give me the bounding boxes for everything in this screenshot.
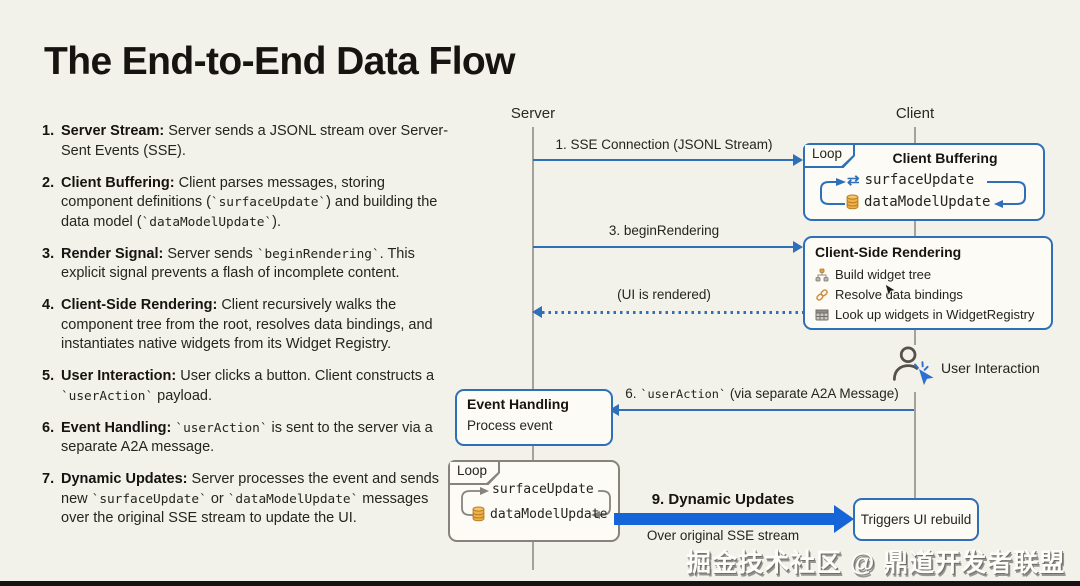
event-handling-box: Event Handling Process event: [455, 389, 613, 446]
arrowhead-left-icon: [609, 404, 619, 416]
data-model-update-row: dataModelUpdate: [846, 194, 990, 210]
data-model-update-label: dataModelUpdate: [864, 194, 991, 210]
page-title: The End-to-End Data Flow: [44, 40, 516, 83]
step-item: 5. User Interaction: User clicks a button…: [42, 367, 456, 406]
event-handling-subtitle: Process event: [467, 418, 553, 433]
loop-tab-fill: [805, 145, 853, 166]
loop-fragment-tab: Loop: [803, 143, 855, 168]
message-line-begin-rendering: [533, 246, 794, 248]
surface-update-row: ⇄ surfaceUpdate: [847, 172, 974, 188]
step-item: 4. Client-Side Rendering: Client recursiv…: [42, 296, 456, 355]
step-item: 3. Render Signal: Server sends `beginRend…: [42, 245, 456, 284]
message-line-sse-connection: [533, 159, 794, 161]
watermark: 掘金技术社区 @ 鼎道开发者联盟: [686, 549, 1066, 577]
widget-tree-icon: [815, 268, 829, 281]
arrowhead-right-icon: [793, 154, 803, 166]
step-item: 6. Event Handling: `userAction` is sent t…: [42, 419, 456, 458]
inline-code: `userAction`: [61, 388, 154, 404]
step-text: Dynamic Updates: Server processes the ev…: [61, 471, 439, 526]
step-text: User Interaction: User clicks a button. …: [61, 368, 435, 404]
inline-code: `userAction`: [175, 420, 268, 436]
inline-code: `dataModelUpdate`: [227, 491, 359, 507]
step-text: Server Stream: Server sends a JSONL stre…: [61, 123, 449, 159]
step-number: 3.: [42, 245, 55, 262]
triggers-ui-rebuild-label: Triggers UI rebuild: [860, 512, 972, 527]
surface-update-label: surfaceUpdate: [864, 172, 975, 188]
step-text: Render Signal: Server sends `beginRender…: [61, 245, 415, 282]
message-sublabel-sse-stream: Over original SSE stream: [646, 528, 800, 543]
loop-cycle-arrows-icon: [820, 178, 1026, 208]
message-label-dynamic-updates: 9. Dynamic Updates: [651, 491, 795, 508]
step-number: 7.: [42, 471, 55, 487]
sync-arrows-icon: ⇄: [847, 171, 860, 189]
csr-item-resolve-data-bindings: Resolve data bindings: [815, 287, 963, 302]
message-label-sse-connection: 1. SSE Connection (JSONL Stream): [555, 137, 773, 152]
loop-cycle-arrows-icon: [461, 487, 611, 519]
step-item: 7. Dynamic Updates: Server processes the …: [42, 470, 456, 529]
client-buffering-title: Client Buffering: [892, 150, 998, 166]
thick-arrowhead-icon: [834, 505, 854, 533]
database-icon: [846, 194, 859, 210]
user-with-cursor-icon: [892, 346, 934, 386]
event-handling-title: Event Handling: [467, 396, 569, 412]
csr-item-text: Look up widgets in WidgetRegistry: [835, 307, 1035, 322]
user-interaction-icon: [892, 345, 938, 392]
data-model-update-label: dataModelUpdate: [490, 506, 608, 522]
database-icon: [472, 506, 485, 522]
message-line-ui-rendered: [542, 311, 803, 314]
step-item: 2. Client Buffering: Client parses messag…: [42, 174, 456, 233]
widget-registry-icon: [815, 309, 829, 320]
lifeline-label-server: Server: [510, 105, 556, 122]
server-lifeline: [532, 127, 534, 570]
user-interaction-label: User Interaction: [941, 360, 1040, 376]
lifeline-label-client: Client: [895, 105, 935, 122]
arrowhead-right-icon: [793, 241, 803, 253]
inline-code: `surfaceUpdate`: [210, 195, 327, 210]
message-label-user-action: 6. `userAction` (via separate A2A Messag…: [625, 386, 899, 401]
csr-item-lookup-widget-registry: Look up widgets in WidgetRegistry: [815, 307, 1034, 322]
bottom-letterbox-bar: [0, 581, 1080, 586]
step-number: 2.: [42, 174, 55, 191]
step-number: 4.: [42, 297, 55, 313]
loop-tab-label: Loop: [812, 146, 843, 161]
inline-code: `beginRendering`: [256, 246, 380, 262]
client-side-rendering-title: Client-Side Rendering: [815, 244, 962, 260]
csr-item-text: Build widget tree: [835, 267, 932, 282]
step-number: 6.: [42, 419, 55, 436]
step-text: Event Handling: `userAction` is sent to …: [61, 419, 433, 456]
surface-update-label: surfaceUpdate: [492, 482, 594, 497]
message-label-ui-rendered: (UI is rendered): [617, 287, 711, 302]
data-model-update-row: dataModelUpdate: [472, 506, 607, 522]
triggers-ui-rebuild-box: Triggers UI rebuild: [853, 498, 979, 541]
step-text: Client Buffering: Client parses messages…: [61, 174, 438, 230]
step-text: Client-Side Rendering: Client recursivel…: [61, 297, 433, 352]
data-binding-icon: [816, 288, 828, 301]
mouse-cursor-icon: [884, 283, 897, 297]
client-side-rendering-box: Client-Side Rendering Build widget tree …: [803, 236, 1053, 330]
message-line-user-action: [619, 409, 914, 411]
step-item: 1. Server Stream: Server sends a JSONL st…: [42, 122, 456, 161]
inline-code: `userAction`: [640, 387, 727, 401]
dynamic-updates-arrow: [614, 513, 836, 525]
inline-code: `surfaceUpdate`: [91, 491, 207, 507]
step-number: 1.: [42, 123, 55, 139]
server-loop-box: Loop surfaceUpdate dataModelUpdate: [448, 460, 620, 542]
arrowhead-left-icon: [532, 306, 542, 318]
inline-code: `dataModelUpdate`: [141, 214, 273, 230]
surface-update-row: surfaceUpdate: [492, 482, 594, 497]
loop-fragment-tab: Loop: [448, 460, 500, 485]
step-number: 5.: [42, 368, 55, 384]
csr-item-text: Resolve data bindings: [835, 287, 963, 302]
loop-tab-fill: [450, 462, 498, 483]
message-label-begin-rendering: 3. beginRendering: [608, 223, 720, 238]
csr-item-build-widget-tree: Build widget tree: [815, 267, 931, 282]
steps-list: 1. Server Stream: Server sends a JSONL st…: [42, 122, 456, 541]
client-buffering-box: Loop Client Buffering ⇄ surfaceUpdate da…: [803, 143, 1045, 221]
loop-tab-label: Loop: [457, 463, 488, 478]
